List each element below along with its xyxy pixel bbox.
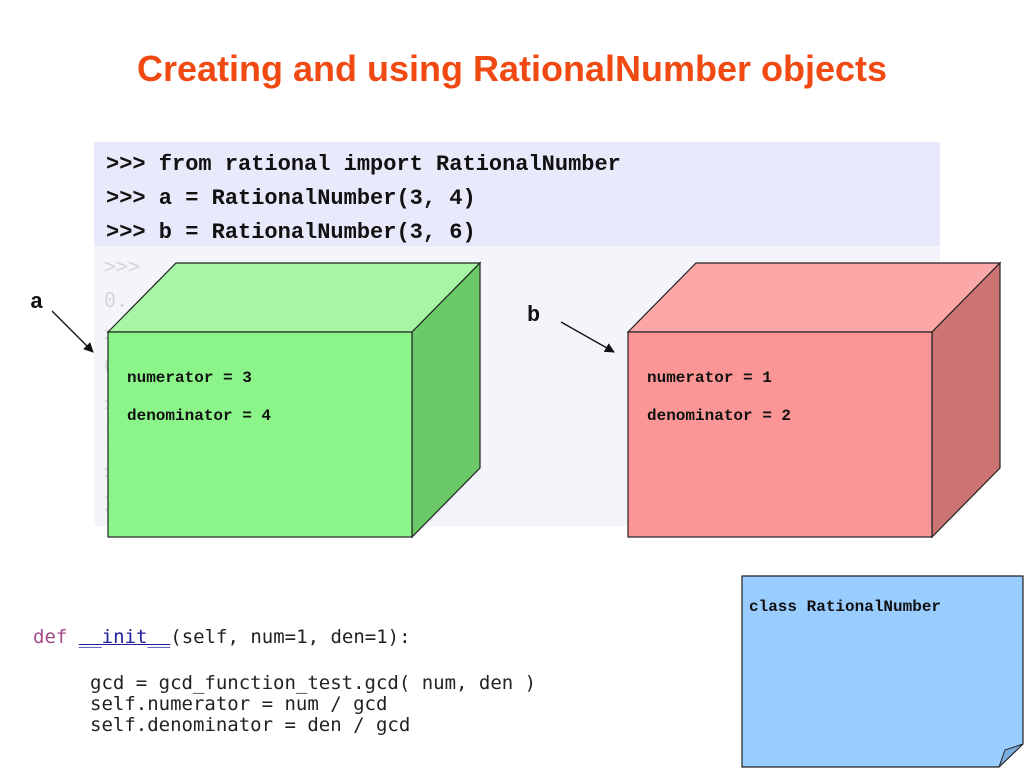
- code-body-line: gcd = gcd_function_test.gcd( num, den ): [90, 672, 537, 694]
- variable-a-label: a: [30, 290, 44, 315]
- code-body-line: self.numerator = num / gcd: [90, 693, 388, 715]
- variable-b-label: b: [527, 303, 541, 328]
- object-b-denominator: denominator = 2: [647, 407, 792, 425]
- console-line: >>> a = RationalNumber(3, 4): [106, 186, 476, 211]
- arrow-a: [51, 310, 94, 353]
- init-function-name: __init__: [78, 626, 171, 648]
- arrow-b: [560, 321, 615, 353]
- def-keyword: def: [33, 626, 68, 648]
- object-b-numerator: numerator = 1: [647, 369, 772, 387]
- init-signature: (self, num=1, den=1):: [170, 626, 411, 648]
- code-body-line: self.denominator = den / gcd: [90, 714, 411, 736]
- class-note-fold: [998, 743, 1024, 768]
- console-active-area: [94, 142, 940, 246]
- object-a-numerator: numerator = 3: [127, 369, 252, 387]
- console-line: >>> from rational import RationalNumber: [106, 152, 621, 177]
- code-def-line: def __init__(self, num=1, den=1):: [33, 626, 411, 648]
- cube-b-front: [627, 331, 933, 538]
- object-a-denominator: denominator = 4: [127, 407, 272, 425]
- class-note-label: class RationalNumber: [749, 598, 942, 616]
- ghost-line: 0.: [104, 288, 129, 312]
- slide-title: Creating and using RationalNumber object…: [136, 48, 888, 89]
- cube-a-front: [107, 331, 413, 538]
- console-line: >>> b = RationalNumber(3, 6): [106, 220, 476, 245]
- ghost-line: >>>: [104, 254, 153, 278]
